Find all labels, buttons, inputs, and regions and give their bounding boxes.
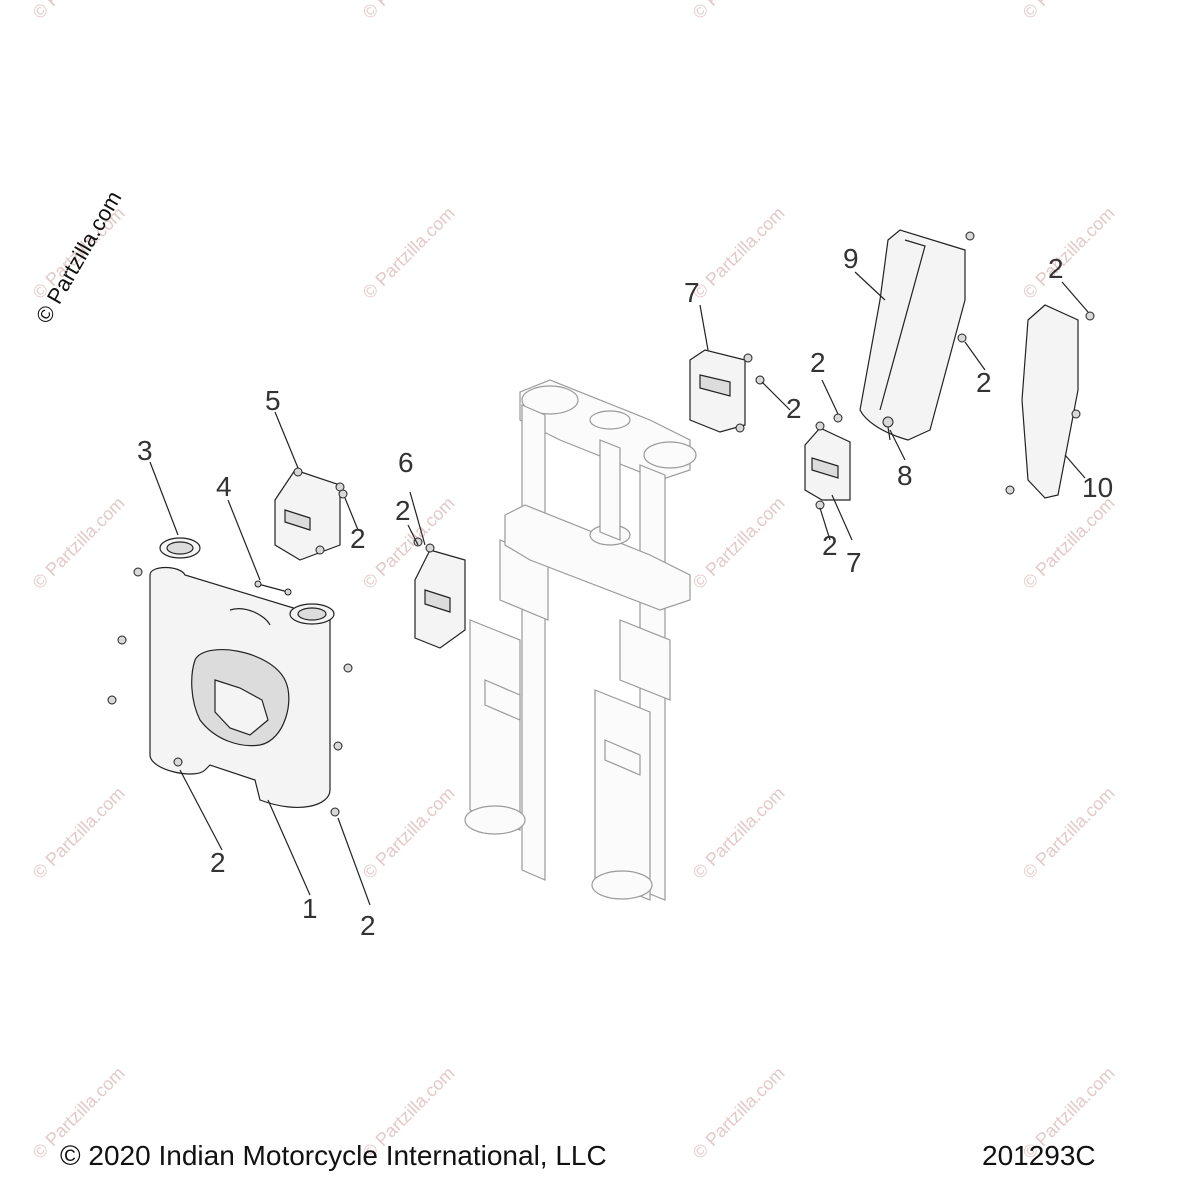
- watermark-text: © Partzilla.com: [689, 1063, 789, 1163]
- callout-1: 1: [302, 893, 318, 924]
- leader-lines: [149, 271, 1089, 906]
- watermark-text: © Partzilla.com: [1019, 203, 1119, 303]
- callout-9: 9: [843, 243, 859, 274]
- copyright-notice: © 2020 Indian Motorcycle International, …: [60, 1140, 607, 1171]
- callout-2: 2: [210, 847, 226, 878]
- fork-cover-part-10: [1005, 304, 1095, 499]
- fork-nacelle-part-1: [149, 566, 331, 808]
- callout-2: 2: [976, 367, 992, 398]
- callout-7: 7: [846, 547, 862, 578]
- screw-part-8: [882, 416, 894, 441]
- callout-3: 3: [137, 435, 153, 466]
- screw-part-2-set: [107, 375, 1081, 817]
- rod-part-4: [254, 580, 292, 596]
- watermark-text: © Partzilla.com: [1019, 783, 1119, 883]
- grommet-part-3: [159, 537, 335, 625]
- watermark-text: © Partzilla.com: [359, 203, 459, 303]
- callout-6: 6: [398, 447, 414, 478]
- callout-7: 7: [684, 277, 700, 308]
- drawing-number: 201293C: [982, 1140, 1096, 1171]
- callout-2: 2: [1048, 253, 1064, 284]
- callout-4: 4: [216, 471, 232, 502]
- watermark-text: © Partzilla.com: [359, 0, 459, 23]
- callout-labels: 1 2 2 2 2 2 2 2 2 2 3 4 5 6 7 7 8 9 10: [137, 243, 1113, 941]
- bracket-part-7-upper: [689, 349, 753, 433]
- callout-2: 2: [395, 495, 411, 526]
- callout-2: 2: [810, 347, 826, 378]
- callout-10: 10: [1082, 472, 1113, 503]
- watermark-text: © Partzilla.com: [29, 493, 129, 593]
- callout-5: 5: [265, 385, 281, 416]
- callout-2: 2: [360, 910, 376, 941]
- watermark-text: © Partzilla.com: [689, 0, 789, 23]
- callout-2: 2: [786, 393, 802, 424]
- watermark-text: © Partzilla.com: [689, 203, 789, 303]
- watermark-text: © Partzilla.com: [1019, 493, 1119, 593]
- bracket-part-7-lower: [804, 421, 851, 501]
- watermark-text: © Partzilla.com: [359, 783, 459, 883]
- callout-2: 2: [822, 530, 838, 561]
- watermark-text: © Partzilla.com: [689, 493, 789, 593]
- watermark-large: © Partzilla.com: [31, 187, 127, 328]
- callout-2: 2: [350, 523, 366, 554]
- watermark-text: © Partzilla.com: [1019, 0, 1119, 23]
- callout-8: 8: [897, 460, 913, 491]
- watermark-text: © Partzilla.com: [689, 783, 789, 883]
- bracket-part-5: [274, 467, 345, 561]
- watermark-text: © Partzilla.com: [29, 783, 129, 883]
- fork-cover-part-9: [859, 229, 975, 441]
- front-fork-assembly: [464, 379, 697, 901]
- bracket-part-6: [414, 543, 466, 649]
- watermark-text: © Partzilla.com: [29, 0, 129, 23]
